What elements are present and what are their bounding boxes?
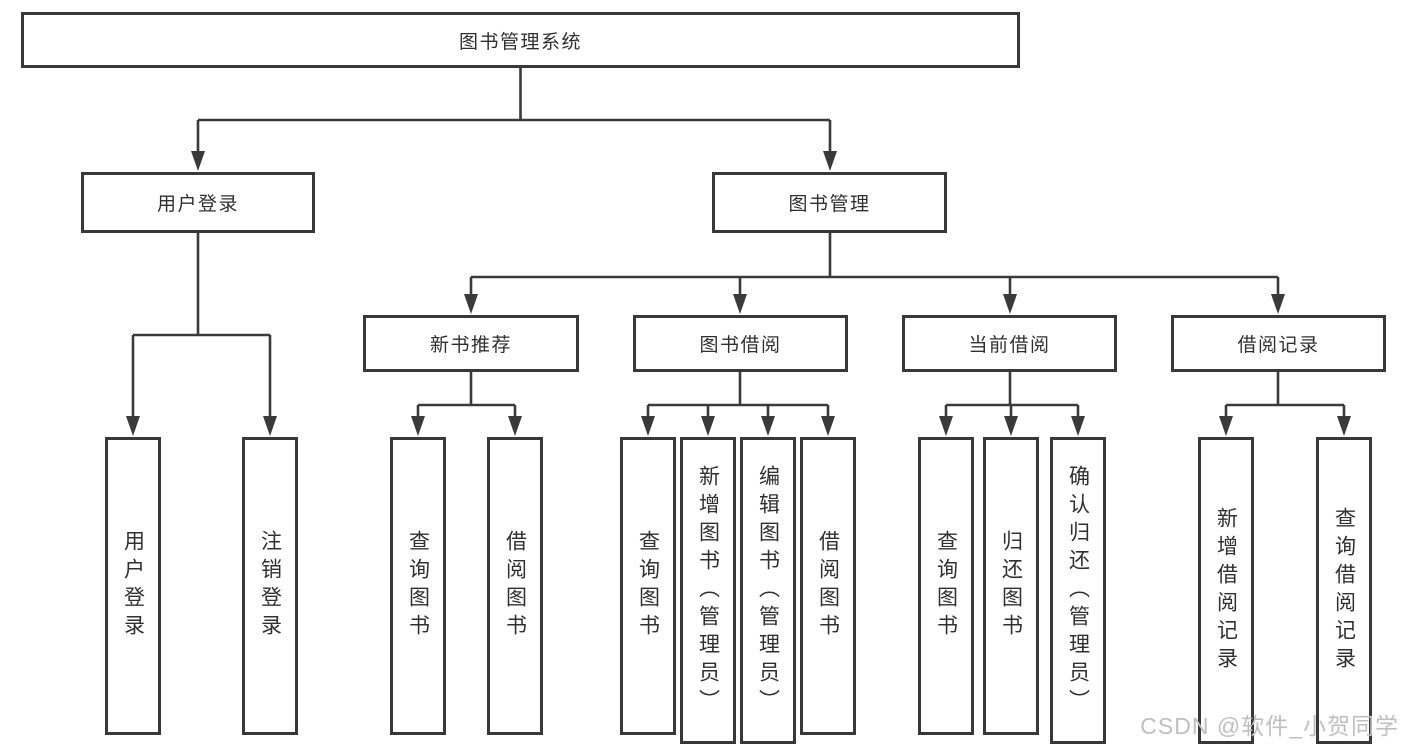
leaf-query-books-current: 查询图书 bbox=[918, 437, 974, 735]
node-label: 编辑图书（管理员） bbox=[756, 464, 780, 717]
node-borrowing-records: 借阅记录 bbox=[1171, 315, 1386, 372]
node-label: 新增图书（管理员） bbox=[696, 464, 720, 717]
node-label: 归还图书 bbox=[999, 530, 1023, 642]
leaf-return-books: 归还图书 bbox=[983, 437, 1039, 735]
leaf-query-books-borrowing: 查询图书 bbox=[620, 437, 676, 735]
leaf-add-books-admin: 新增图书（管理员） bbox=[680, 437, 736, 744]
connector-user-login-split bbox=[126, 233, 277, 436]
node-book-borrowing: 图书借阅 bbox=[633, 315, 848, 372]
node-root-system: 图书管理系统 bbox=[21, 12, 1020, 68]
leaf-query-books-recommend: 查询图书 bbox=[390, 437, 446, 735]
leaf-confirm-return-admin: 确认归还（管理员） bbox=[1050, 437, 1106, 744]
node-label: 图书借阅 bbox=[699, 335, 782, 356]
node-label: 查询图书 bbox=[406, 530, 430, 642]
connector-root-split bbox=[191, 68, 837, 171]
node-label: 借阅图书 bbox=[503, 530, 527, 642]
connector-book-management-split bbox=[464, 233, 1285, 314]
node-label: 查询借阅记录 bbox=[1332, 506, 1356, 675]
node-current-borrowing: 当前借阅 bbox=[902, 315, 1117, 372]
node-new-book-recommendation: 新书推荐 bbox=[363, 315, 579, 372]
node-label: 图书管理系统 bbox=[458, 31, 582, 53]
leaf-edit-books-admin: 编辑图书（管理员） bbox=[740, 437, 796, 744]
connector-current-borrow-split bbox=[939, 372, 1085, 436]
node-label: 图书管理 bbox=[788, 194, 871, 215]
node-label: 注销登录 bbox=[258, 530, 282, 642]
connector-borrow-records-split bbox=[1219, 372, 1351, 436]
node-label: 借阅图书 bbox=[816, 530, 840, 642]
node-user-login: 用户登录 bbox=[81, 172, 315, 233]
leaf-borrow-books-recommend: 借阅图书 bbox=[487, 437, 543, 735]
node-label: 用户登录 bbox=[156, 194, 239, 215]
node-label: 新书推荐 bbox=[429, 335, 512, 356]
connector-new-book-split bbox=[411, 372, 522, 436]
leaf-borrow-books-borrowing: 借阅图书 bbox=[800, 437, 856, 735]
leaf-user-login: 用户登录 bbox=[105, 437, 161, 735]
node-label: 借阅记录 bbox=[1237, 335, 1320, 356]
leaf-add-borrow-record: 新增借阅记录 bbox=[1198, 437, 1254, 744]
leaf-query-borrow-record: 查询借阅记录 bbox=[1316, 437, 1372, 744]
connector-book-borrow-split bbox=[641, 372, 835, 436]
node-label: 用户登录 bbox=[121, 530, 145, 642]
node-label: 当前借阅 bbox=[968, 335, 1051, 356]
node-label: 确认归还（管理员） bbox=[1066, 464, 1090, 717]
csdn-watermark: CSDN @软件_小贺同学 bbox=[1140, 713, 1399, 739]
node-label: 查询图书 bbox=[636, 530, 660, 642]
node-book-management: 图书管理 bbox=[712, 172, 947, 233]
leaf-logout: 注销登录 bbox=[242, 437, 298, 735]
node-label: 查询图书 bbox=[934, 530, 958, 642]
node-label: 新增借阅记录 bbox=[1214, 506, 1238, 675]
